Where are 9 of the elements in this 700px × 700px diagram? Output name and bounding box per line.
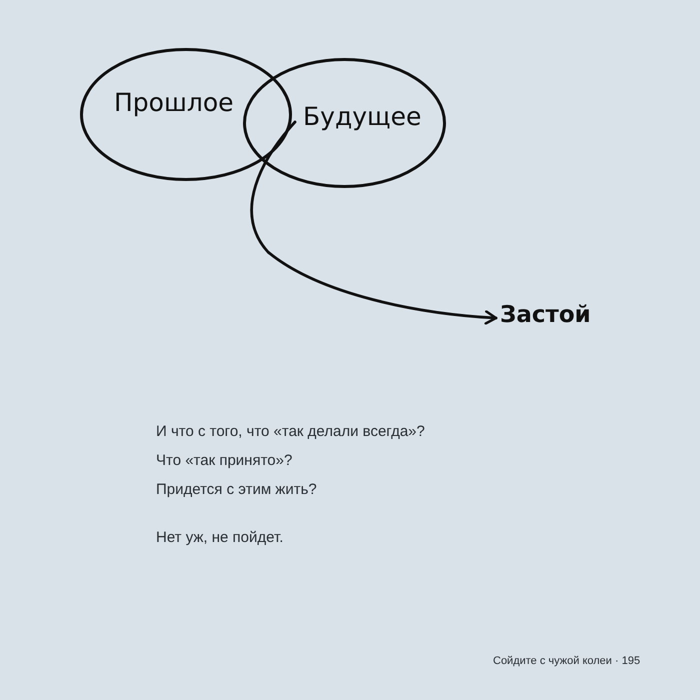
body-text: Что «так принято»? [156, 452, 292, 469]
node-label: Застой [500, 302, 591, 328]
node-label: Прошлое [114, 88, 234, 117]
body-text: И что с того, что «так делали всегда»? [156, 423, 425, 440]
curved-arrow [250, 120, 498, 325]
page-footer: Сойдите с чужой колеи · 195 [493, 655, 640, 667]
body-text: Нет уж, не пойдет. [156, 529, 284, 546]
body-text: Придется с этим жить? [156, 481, 317, 498]
node-label: Будущее [303, 102, 422, 131]
